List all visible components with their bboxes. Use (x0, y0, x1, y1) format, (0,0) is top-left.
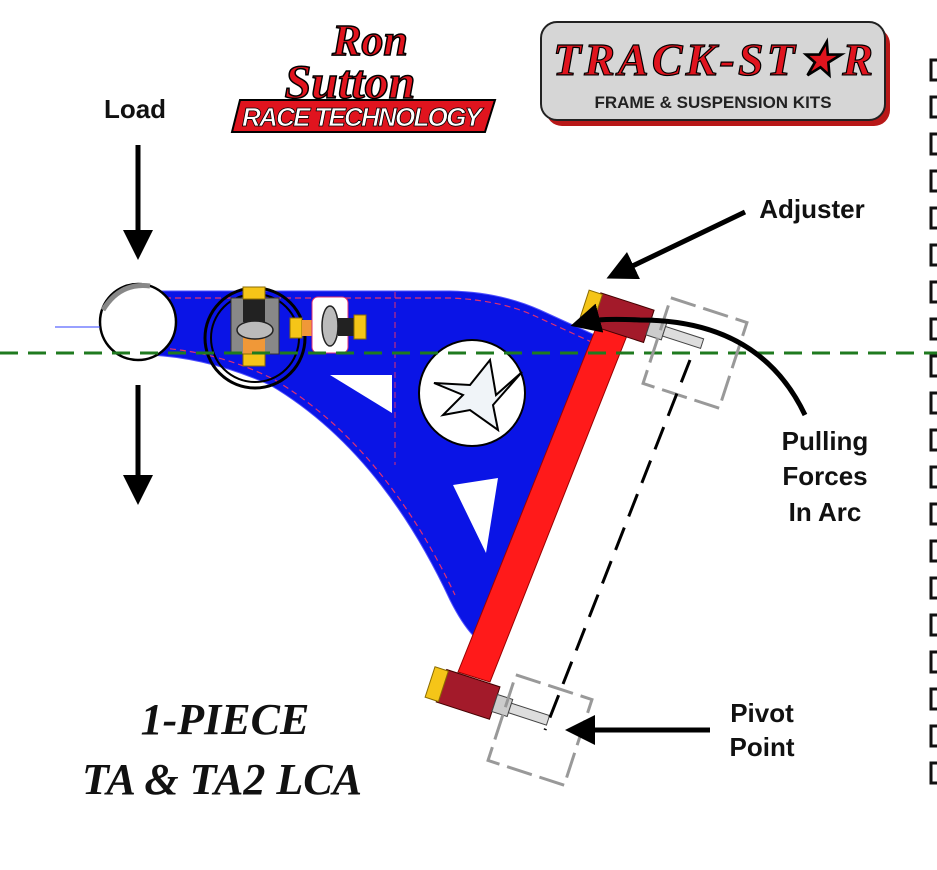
star-icon (433, 357, 523, 433)
adjuster-arrow (606, 209, 747, 280)
pivot-guide-box (486, 672, 594, 788)
bushing-assembly (203, 286, 367, 390)
adjuster-guide-box (641, 295, 749, 411)
chart-edge-brackets (929, 58, 937, 785)
pulling-label-3: In Arc (789, 497, 862, 527)
triangle-cutout (453, 478, 498, 553)
track-star-logo: TRACK-ST★R FRAME & SUSPENSION KITS (540, 21, 890, 126)
pivot-label-1: Pivot (730, 698, 794, 728)
triangle-cutout (330, 375, 392, 413)
pivot-label-2: Point (730, 732, 795, 762)
svg-text:FRAME & SUSPENSION KITS: FRAME & SUSPENSION KITS (594, 93, 831, 112)
title-line-1: 1-PIECE (141, 695, 310, 744)
pulling-label-2: Forces (782, 461, 867, 491)
arc-line (543, 359, 692, 731)
svg-text:Ron: Ron (331, 16, 408, 65)
svg-text:RACE TECHNOLOGY: RACE TECHNOLOGY (242, 102, 485, 132)
pivot-rod-end (424, 666, 551, 726)
pulling-label-1: Pulling (782, 426, 869, 456)
ron-sutton-logo: Ron Sutton RACE TECHNOLOGY (230, 15, 497, 133)
adjuster-label: Adjuster (759, 194, 864, 224)
title-line-2: TA & TA2 LCA (82, 755, 362, 804)
svg-text:TRACK-ST★R: TRACK-ST★R (553, 34, 873, 85)
pulling-forces-arrow (570, 303, 808, 417)
load-label: Load (104, 94, 166, 124)
